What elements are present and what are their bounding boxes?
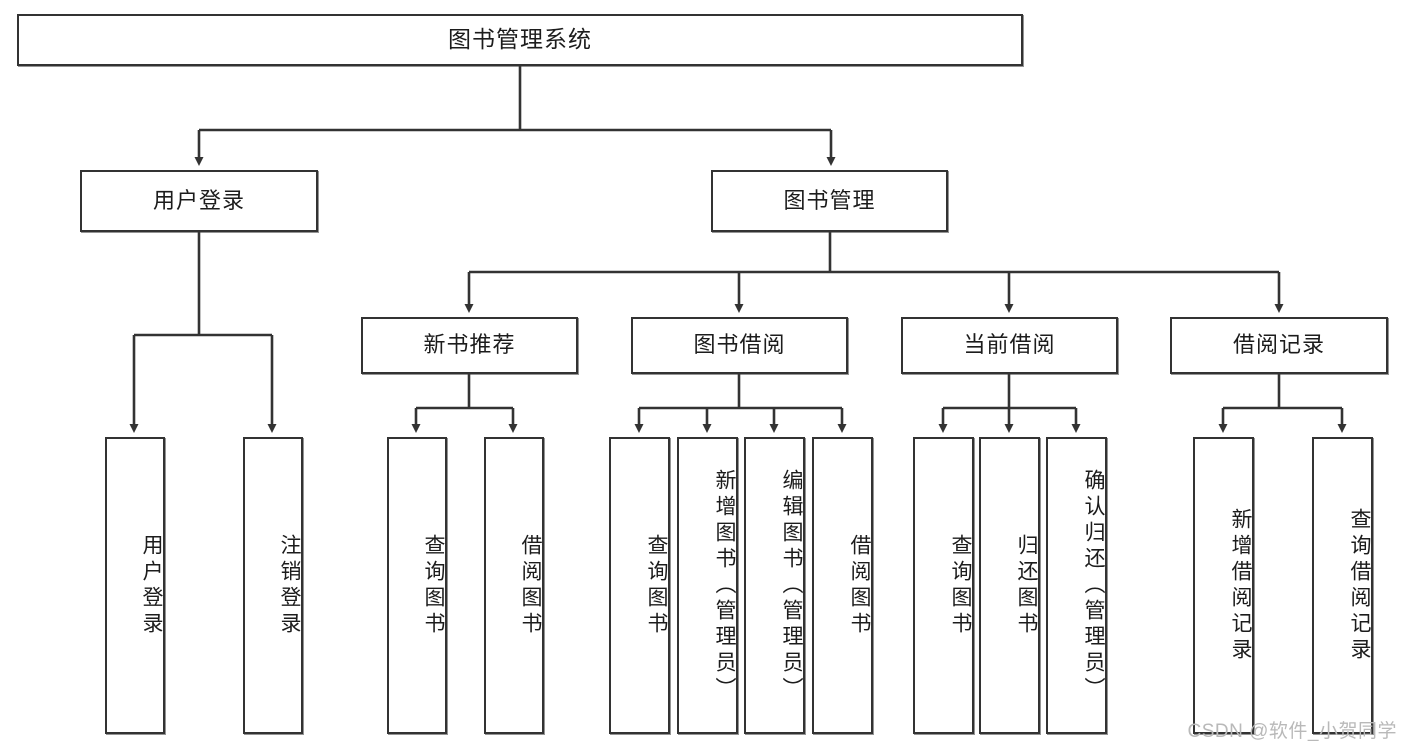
node-label: 当前借阅 [963,332,1056,358]
node-label: 确认归还（管理员） [1082,468,1105,703]
node-label: 查询图书 [949,533,972,638]
leaf-user-logout[interactable]: 注销登录 [243,437,303,734]
leaf-current-return-books[interactable]: 归还图书 [979,437,1040,734]
node-user-login[interactable]: 用户登录 [80,170,318,232]
leaf-borrow-borrow-books[interactable]: 借阅图书 [812,437,873,734]
leaf-current-query-books[interactable]: 查询图书 [913,437,974,734]
csdn-watermark: CSDN @软件_小贺同学 [1187,721,1397,742]
node-label: 新增借阅记录 [1229,507,1252,664]
node-book-management[interactable]: 图书管理 [711,170,948,232]
leaf-newbook-query-books[interactable]: 查询图书 [387,437,447,734]
leaf-newbook-borrow-books[interactable]: 借阅图书 [484,437,544,734]
node-label: 借阅图书 [848,533,871,638]
node-label: 图书管理 [783,187,876,213]
node-label: 查询图书 [422,533,445,638]
node-label: 借阅图书 [519,533,542,638]
node-label: 用户登录 [152,187,245,213]
node-new-book-recommendation[interactable]: 新书推荐 [361,317,578,374]
leaf-record-add-record[interactable]: 新增借阅记录 [1193,437,1254,734]
node-label: 借阅记录 [1232,332,1325,358]
node-label: 图书管理系统 [448,26,592,53]
leaf-user-login[interactable]: 用户登录 [105,437,165,734]
node-book-borrowing[interactable]: 图书借阅 [631,317,848,374]
node-label: 编辑图书（管理员） [780,468,803,703]
leaf-borrow-query-books[interactable]: 查询图书 [609,437,670,734]
node-root-system[interactable]: 图书管理系统 [17,14,1023,66]
node-borrowing-record[interactable]: 借阅记录 [1170,317,1388,374]
node-label: 查询图书 [645,533,668,638]
node-label: 注销登录 [278,533,301,638]
node-label: 归还图书 [1015,533,1038,638]
leaf-borrow-edit-book-admin[interactable]: 编辑图书（管理员） [744,437,805,734]
node-label: 用户登录 [140,533,163,638]
leaf-current-confirm-return-admin[interactable]: 确认归还（管理员） [1046,437,1107,734]
node-label: 图书借阅 [693,332,786,358]
leaf-record-query-record[interactable]: 查询借阅记录 [1312,437,1373,734]
node-label: 查询借阅记录 [1348,507,1371,664]
node-label: 新书推荐 [423,332,516,358]
node-current-borrowing[interactable]: 当前借阅 [901,317,1118,374]
node-label: 新增图书（管理员） [713,468,736,703]
leaf-borrow-add-book-admin[interactable]: 新增图书（管理员） [677,437,738,734]
